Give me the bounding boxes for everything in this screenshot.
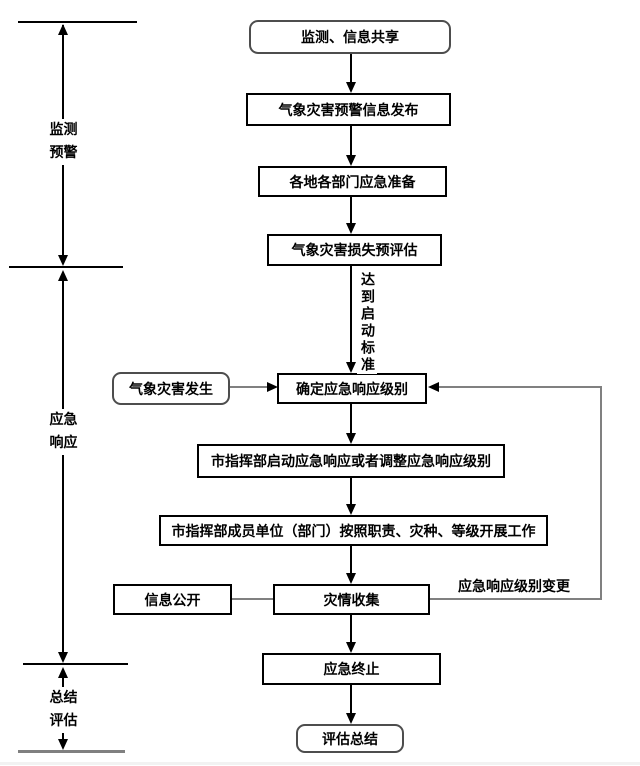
arrow-down-icon bbox=[346, 642, 356, 653]
phase-tick-middle bbox=[9, 266, 123, 268]
phase-tick-bottom bbox=[18, 750, 125, 753]
flow-node-preparation: 各地各部门应急准备 bbox=[258, 166, 447, 197]
flow-node-emergency-end: 应急终止 bbox=[262, 653, 441, 685]
arrow-down-icon bbox=[346, 362, 356, 373]
connector-line bbox=[350, 404, 352, 435]
connector-line bbox=[350, 197, 352, 225]
connector-line bbox=[350, 266, 352, 364]
arrow-left-icon bbox=[428, 382, 439, 392]
connector-line bbox=[232, 598, 273, 600]
arrow-down-icon bbox=[58, 255, 68, 266]
flow-node-determine-level: 确定应急响应级别 bbox=[277, 373, 427, 404]
edge-label-reach-standard: 达到启动标准 bbox=[357, 272, 377, 374]
arrow-down-icon bbox=[58, 652, 68, 663]
arrow-up-icon bbox=[58, 270, 68, 281]
phase-label-evaluation: 总结 评估 bbox=[40, 687, 87, 734]
arrow-down-icon bbox=[346, 713, 356, 724]
connector-line bbox=[350, 615, 352, 644]
flow-node-disaster-occurs: 气象灾害发生 bbox=[112, 372, 230, 405]
phase-tick-lower bbox=[23, 663, 128, 665]
arrow-right-icon bbox=[267, 382, 278, 392]
feedback-line-vertical bbox=[600, 387, 602, 600]
arrow-down-icon bbox=[346, 82, 356, 93]
arrow-up-icon bbox=[58, 667, 68, 678]
arrow-up-icon bbox=[58, 24, 68, 35]
edge-label-level-change: 应急响应级别变更 bbox=[452, 576, 576, 596]
connector-line bbox=[350, 685, 352, 715]
feedback-line-bottom bbox=[430, 598, 602, 600]
connector-line bbox=[350, 546, 352, 575]
feedback-line-top bbox=[439, 386, 602, 388]
connector-line bbox=[230, 386, 268, 388]
arrow-down-icon bbox=[346, 573, 356, 584]
connector-line bbox=[350, 478, 352, 506]
arrow-down-icon bbox=[58, 739, 68, 750]
phase-label-response: 应急 响应 bbox=[40, 409, 87, 456]
arrow-down-icon bbox=[346, 223, 356, 234]
phase-tick-top bbox=[18, 21, 137, 23]
phase2-arrow-line bbox=[62, 272, 64, 654]
arrow-down-icon bbox=[346, 504, 356, 515]
flow-node-evaluation-summary: 评估总结 bbox=[296, 724, 404, 753]
flow-node-start-or-adjust: 市指挥部启动应急响应或者调整应急响应级别 bbox=[197, 444, 505, 478]
flow-node-monitor-share: 监测、信息共享 bbox=[249, 20, 451, 54]
connector-line bbox=[350, 125, 352, 157]
flow-node-members-work: 市指挥部成员单位（部门）按照职责、灾种、等级开展工作 bbox=[159, 515, 548, 546]
flow-node-loss-preassessment: 气象灾害损失预评估 bbox=[267, 234, 442, 266]
arrow-down-icon bbox=[346, 155, 356, 166]
connector-line bbox=[350, 54, 352, 84]
arrow-down-icon bbox=[346, 433, 356, 444]
flow-node-info-disclosure: 信息公开 bbox=[113, 584, 232, 615]
flow-node-disaster-collection: 灾情收集 bbox=[273, 584, 430, 615]
phase-label-monitoring: 监测 预警 bbox=[40, 119, 87, 166]
flow-node-warning-release: 气象灾害预警信息发布 bbox=[246, 93, 451, 126]
page-bottom-edge bbox=[0, 762, 640, 765]
